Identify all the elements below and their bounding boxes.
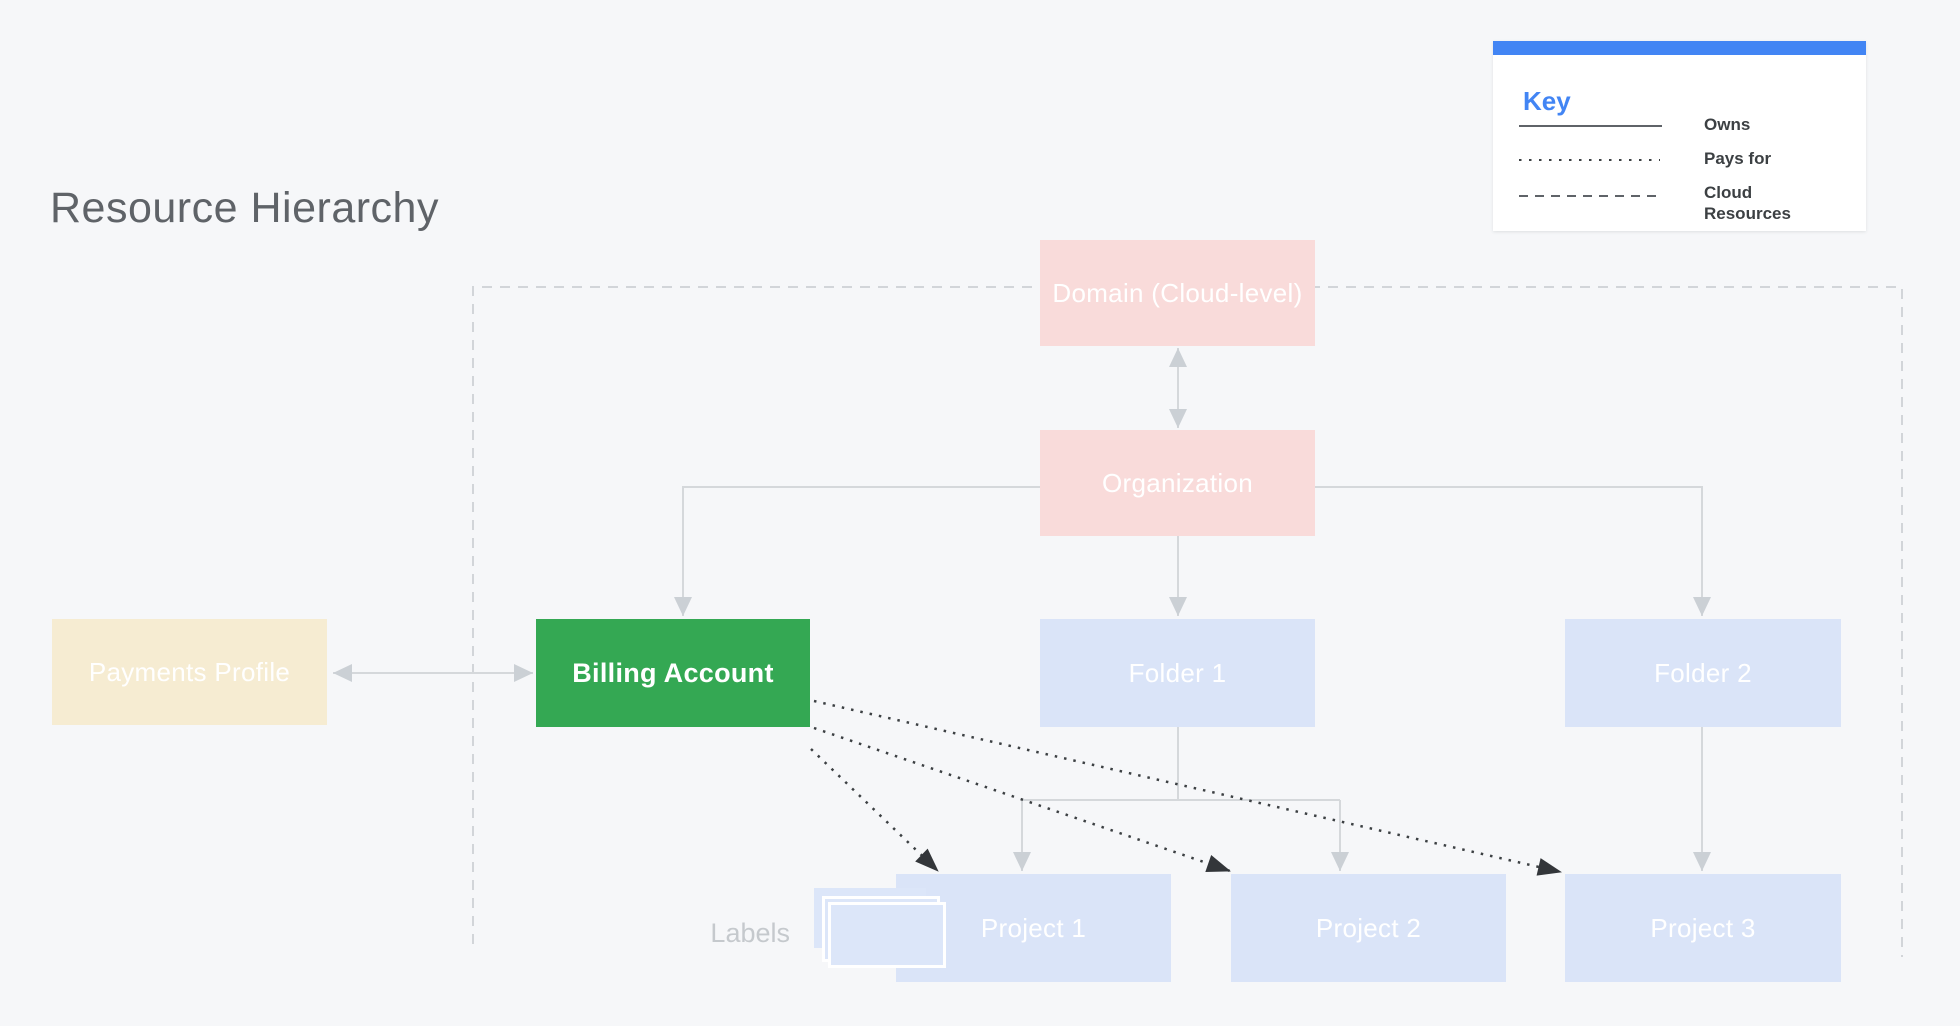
- labels-stack-icon: [814, 888, 948, 968]
- billing-project1-pays-connector: [810, 748, 939, 872]
- node-folder-1: Folder 1: [1040, 619, 1315, 727]
- key-cloud-resources-line-sample: [1519, 195, 1659, 197]
- key-cloud-resources-label: Cloud Resources: [1704, 183, 1791, 223]
- node-folder-2-label: Folder 2: [1654, 657, 1752, 688]
- node-folder-1-label: Folder 1: [1128, 657, 1227, 688]
- node-project-3-label: Project 3: [1650, 912, 1756, 943]
- organization-folder2-connector: [1315, 486, 1711, 616]
- labels-card-front: [828, 902, 946, 968]
- node-project-1-label: Project 1: [980, 912, 1087, 943]
- billing-project3-pays-connector: [813, 699, 1562, 876]
- key-owns-label: Owns: [1704, 115, 1751, 134]
- organization-billing-connector: [674, 486, 1040, 616]
- node-folder-2: Folder 2: [1565, 619, 1841, 727]
- key-title: Key: [1523, 86, 1571, 116]
- node-project-3: Project 3: [1565, 874, 1841, 982]
- node-payments-profile-label: Payments Profile: [88, 656, 291, 687]
- key-owns-line-sample: [1519, 125, 1662, 127]
- key-pays-for-line-sample: [1519, 159, 1660, 161]
- key-accent-bar: [1493, 41, 1866, 55]
- node-organization-label: Organization: [1101, 467, 1254, 498]
- node-payments-profile: Payments Profile: [52, 619, 327, 725]
- page-title: Resource Hierarchy: [50, 184, 439, 232]
- node-organization: Organization: [1040, 430, 1315, 536]
- key-pays-for-label: Pays for: [1704, 149, 1772, 168]
- billing-project2-pays-connector: [813, 726, 1231, 873]
- node-project-2-label: Project 2: [1315, 912, 1422, 943]
- node-domain-label: Domain (Cloud-level): [1052, 277, 1303, 308]
- folder1-split-connector: [1022, 727, 1340, 801]
- key-card: Key Owns Pays for Cloud Resources: [1493, 41, 1866, 231]
- node-project-2: Project 2: [1231, 874, 1506, 982]
- node-domain: Domain (Cloud-level): [1040, 240, 1315, 346]
- node-billing-account-label: Billing Account: [572, 657, 774, 688]
- labels-caption: Labels: [710, 918, 790, 948]
- node-billing-account: Billing Account: [536, 619, 810, 727]
